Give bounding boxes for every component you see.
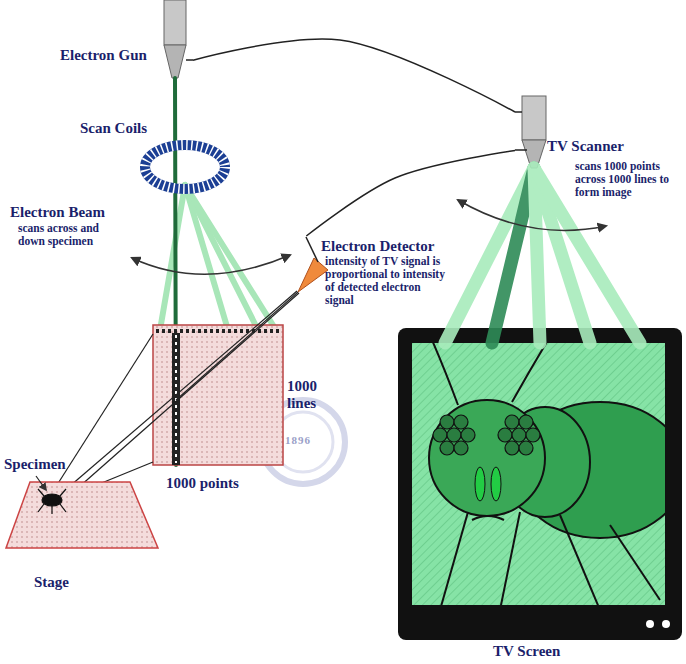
component-label: TV Screen bbox=[493, 643, 613, 660]
stage-component: Stage bbox=[4, 478, 160, 593]
description-text: intensity of TV signal is proportional t… bbox=[325, 255, 450, 307]
tv-scanner bbox=[515, 96, 546, 168]
signal-wire bbox=[193, 39, 515, 112]
gun-component: Electron Gun bbox=[60, 0, 193, 86]
dimension-label: 1000 points bbox=[166, 475, 278, 492]
scan-arrow bbox=[458, 200, 606, 230]
leader-line bbox=[36, 476, 46, 490]
scan-coils bbox=[145, 145, 225, 189]
screen-component: TV Screen bbox=[398, 328, 682, 662]
component-label: Scan Coils bbox=[80, 120, 176, 137]
component-label: TV Scanner bbox=[547, 138, 681, 155]
electron-gun bbox=[164, 0, 193, 78]
note-text: scans across and down specimen bbox=[18, 222, 124, 248]
part-label: Electron Beam bbox=[10, 204, 132, 221]
watermark: 1896 bbox=[285, 434, 325, 446]
specimen bbox=[38, 489, 66, 514]
specimen-stage bbox=[6, 482, 158, 548]
detector-component: Electron Detectorintensity of TV signal … bbox=[295, 236, 457, 326]
component-label: Electron Gun bbox=[60, 47, 162, 64]
fly-image bbox=[429, 343, 665, 605]
scanner-component: TV Scanner scans 1000 points across 1000 … bbox=[515, 94, 683, 214]
signal-lines bbox=[50, 291, 299, 502]
component-label: Stage bbox=[34, 574, 94, 591]
coil-component: Scan Coils bbox=[78, 118, 230, 200]
description-text: scans 1000 points across 1000 lines to f… bbox=[575, 160, 681, 199]
scan-raster bbox=[153, 325, 283, 465]
scan-arrow bbox=[132, 255, 290, 274]
component-label: Electron Detector bbox=[321, 238, 457, 255]
signal-wire bbox=[306, 150, 515, 236]
dimension-label: 1000 lines bbox=[287, 378, 331, 412]
part-label: Specimen bbox=[4, 456, 88, 473]
